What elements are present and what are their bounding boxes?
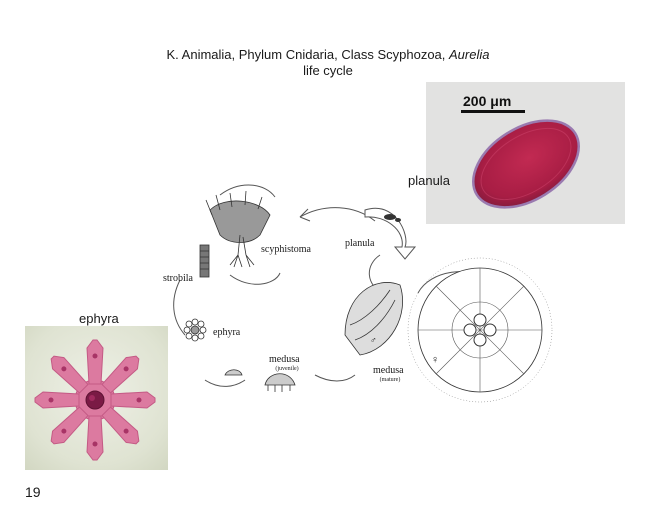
scale-bar-label: 200 μm — [463, 93, 512, 109]
arrow-planula-to-scyphistoma — [299, 207, 376, 222]
life-cycle-diagram: planula planula scyphistoma strobila eph… — [150, 175, 656, 410]
scyphistoma-colony-drawing — [199, 190, 271, 278]
diagram-label-strobila: strobila — [163, 273, 193, 284]
diagram-label-mature: (mature) — [379, 377, 401, 383]
ephyra-drawing — [183, 318, 207, 342]
diagram-label-ephyra: ephyra — [213, 327, 241, 338]
diagram-label-planula: planula — [345, 238, 375, 249]
slide-number: 19 — [25, 484, 41, 500]
planula-photo — [426, 82, 625, 224]
title-prefix: K. Animalia, Phylum Cnidaria, Class Scyp… — [166, 47, 450, 62]
title-line-2: life cycle — [303, 63, 353, 78]
planula-drawing — [384, 214, 396, 220]
juvenile-medusa-drawing — [224, 369, 296, 392]
ephyra-photo-label: ephyra — [79, 311, 119, 326]
ephyra-photo — [25, 326, 168, 470]
ephyra-image — [34, 339, 156, 461]
mature-medusa-side-drawing — [344, 282, 403, 356]
male-symbol: ♂ — [370, 335, 377, 345]
title-genus: Aurelia — [449, 47, 490, 62]
slide-title: K. Animalia, Phylum Cnidaria, Class Scyp… — [0, 47, 656, 79]
planula-image — [471, 119, 581, 209]
mature-medusa-top-drawing — [407, 257, 553, 403]
life-cycle-drawing — [173, 184, 553, 403]
diagram-label-medusa-juvenile: medusa — [269, 354, 300, 365]
planula-photo-label: planula — [408, 173, 450, 188]
scale-bar — [461, 110, 525, 113]
female-symbol: ♀ — [431, 354, 440, 366]
diagram-label-scyphistoma: scyphistoma — [261, 244, 311, 255]
diagram-label-medusa-mature: medusa — [373, 365, 404, 376]
diagram-label-juvenile: (juvenile) — [275, 366, 299, 372]
